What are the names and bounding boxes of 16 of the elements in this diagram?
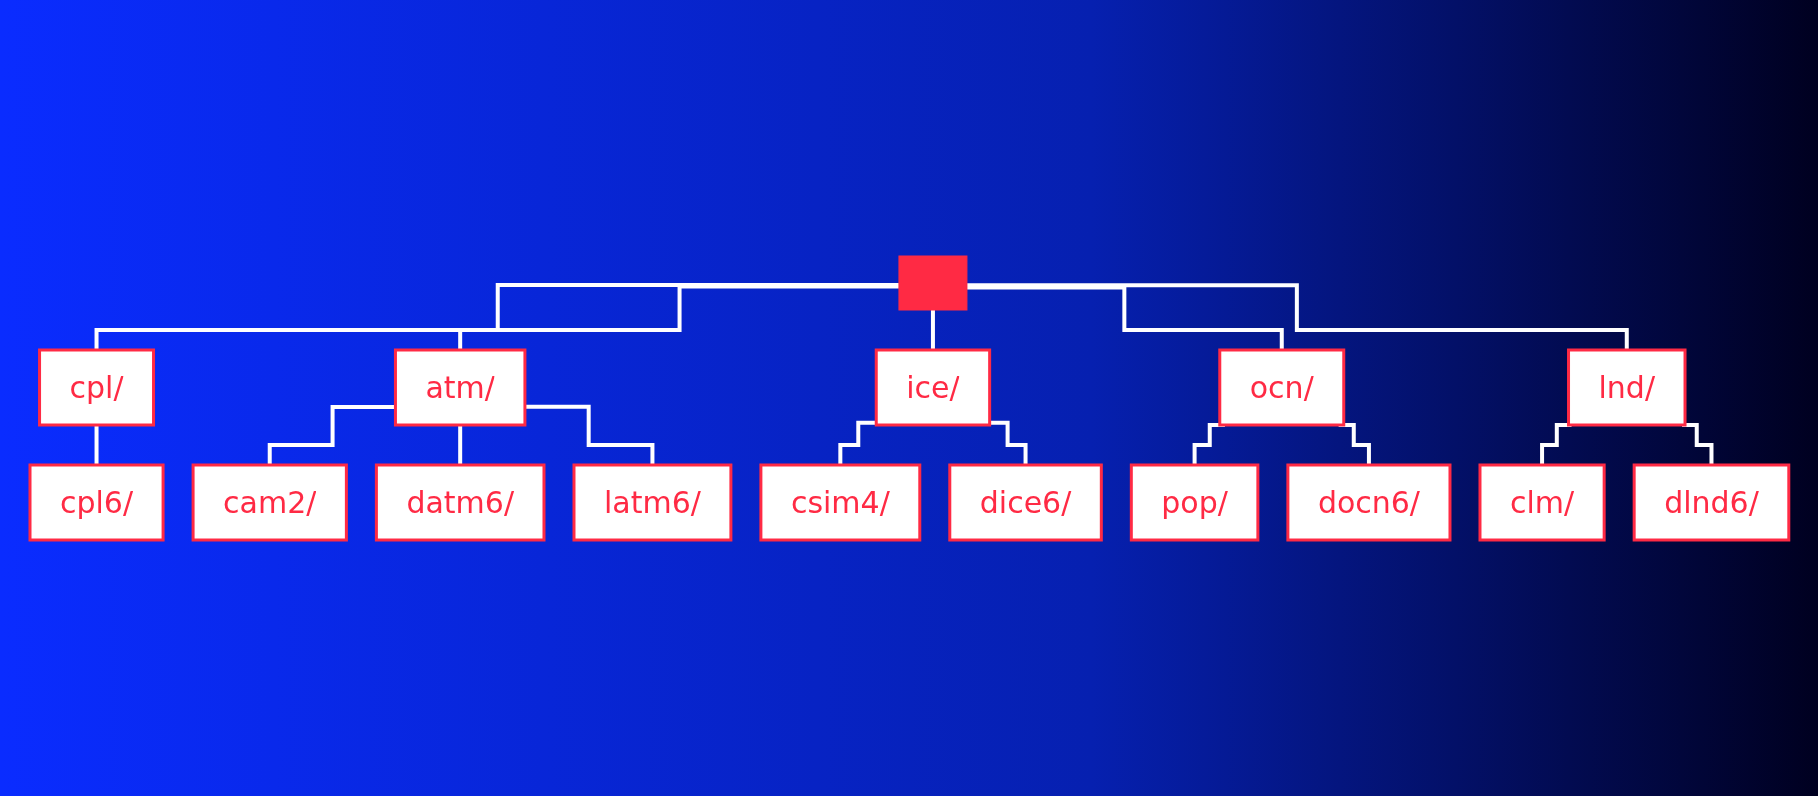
node-box: csim4/ xyxy=(759,463,921,542)
node-box: dlnd6/ xyxy=(1632,463,1790,542)
node-box: ocn/ xyxy=(1217,348,1345,427)
node-box: atm/ xyxy=(393,348,526,427)
node-box: clm/ xyxy=(1478,463,1606,542)
node-box: docn6/ xyxy=(1285,463,1452,542)
node-box: cam2/ xyxy=(191,463,348,542)
node-box: lnd/ xyxy=(1566,348,1687,427)
node-box: ice/ xyxy=(874,348,991,427)
node-box: latm6/ xyxy=(572,463,732,542)
node-box: pop/ xyxy=(1129,463,1259,542)
node-box: cpl6/ xyxy=(28,463,165,542)
node-box: dice6/ xyxy=(947,463,1103,542)
node-bar xyxy=(898,255,968,311)
node-box: datm6/ xyxy=(374,463,546,542)
node-box: cpl/ xyxy=(37,348,155,427)
